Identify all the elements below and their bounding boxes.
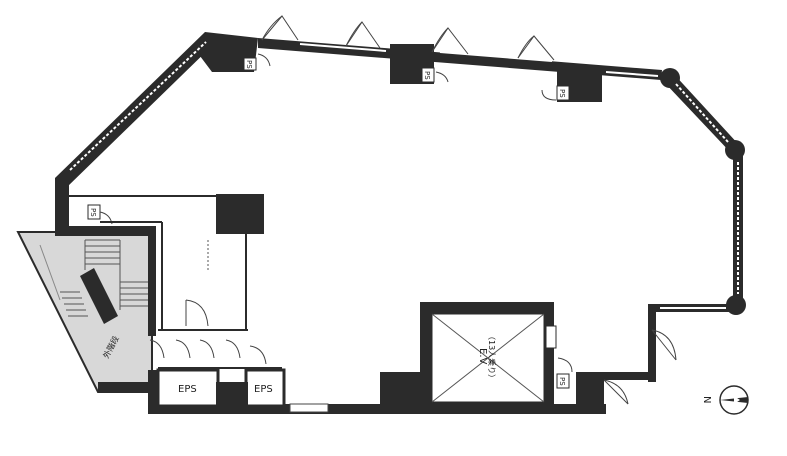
window-doors: [261, 15, 555, 61]
ps-label-left: PS: [89, 208, 97, 217]
outer-walls: [55, 32, 746, 414]
eps-label-1: EPS: [178, 384, 197, 395]
ps-label-top-right: PS: [558, 89, 566, 98]
north-compass: [719, 385, 749, 415]
entrance-door: [603, 329, 677, 405]
outer-stairs: 外階段: [16, 226, 156, 393]
ps-label-bottom: PS: [558, 377, 566, 386]
core-area: [68, 194, 286, 408]
windows: [69, 41, 739, 413]
elevator-capacity-label: （13人乗り）: [487, 332, 497, 382]
elevator-label: E.V: [477, 348, 488, 364]
eps-label-2: EPS: [254, 384, 273, 395]
ps-label-top-middle: PS: [423, 71, 431, 80]
elevator: [380, 302, 557, 406]
north-label: N: [701, 396, 712, 403]
ps-shafts: PS PS PS PS PS: [87, 57, 570, 389]
ps-label-top-left: PS: [245, 60, 253, 69]
